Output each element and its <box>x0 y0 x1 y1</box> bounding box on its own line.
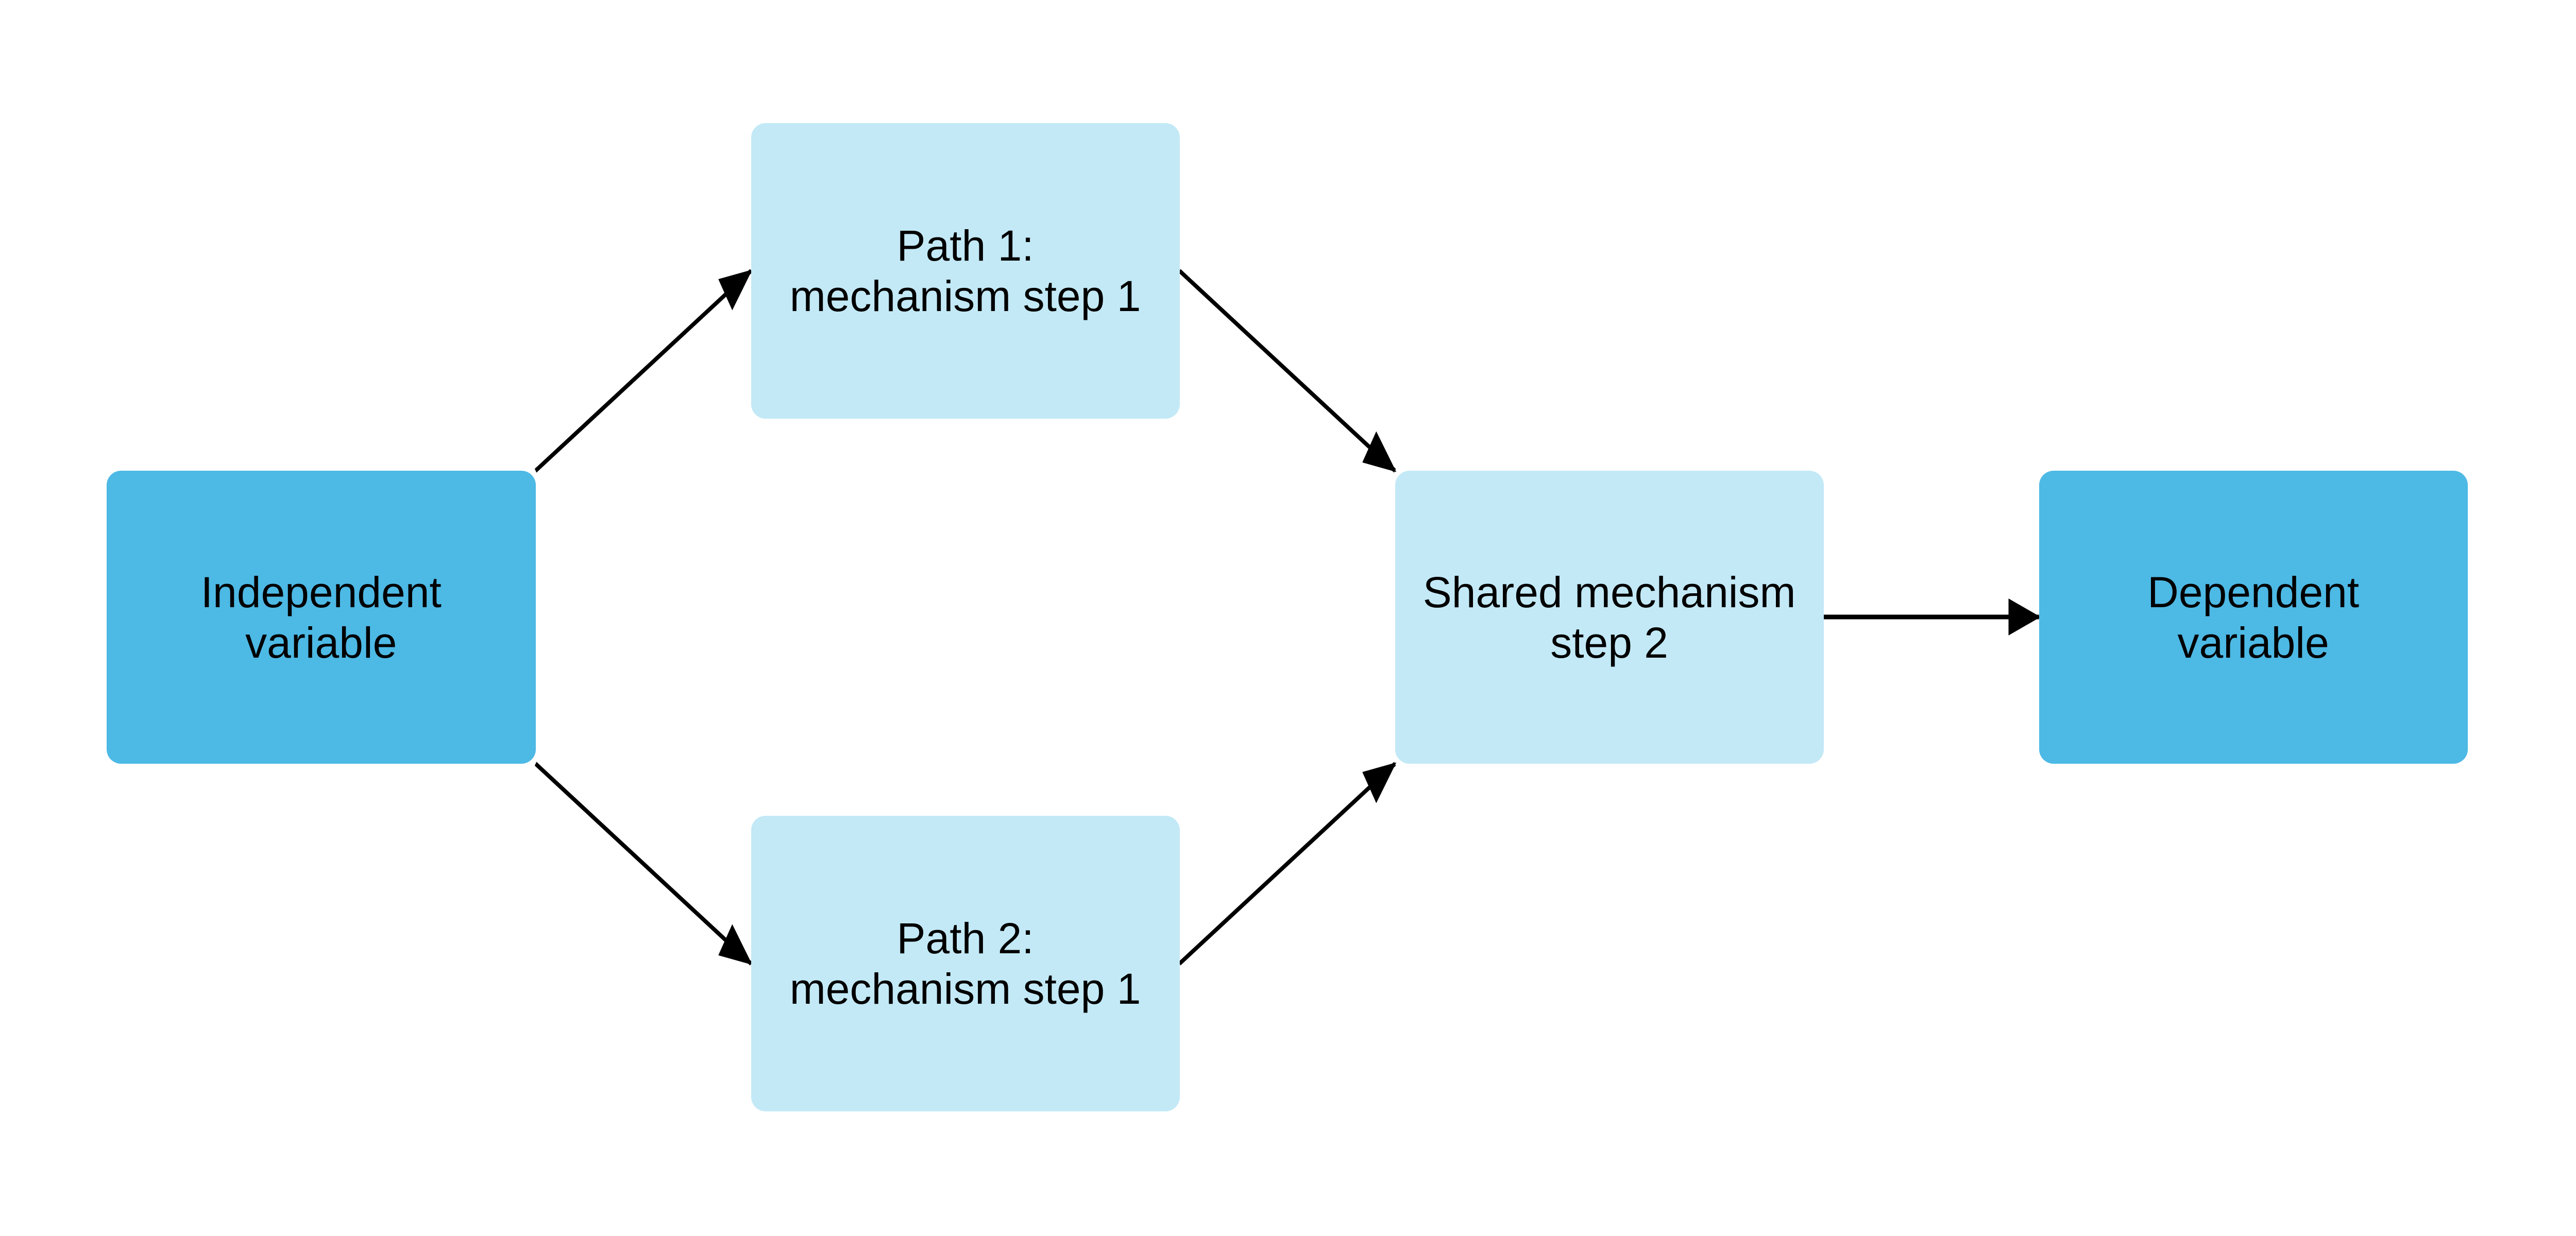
arrow-independent-to-path2 <box>534 762 753 966</box>
arrow-independent-to-path1 <box>534 269 753 473</box>
node-path2-step1: Path 2: mechanism step 1 <box>751 816 1180 1111</box>
node-label-line2: variable <box>2177 618 2329 667</box>
node-dependent-variable: Dependent variable <box>2039 471 2468 764</box>
node-independent-variable: Independent variable <box>106 471 536 764</box>
node-label-line1: Path 1: <box>896 221 1034 270</box>
node-label-line1: Path 2: <box>896 914 1034 963</box>
node-label-line1: Shared mechanism <box>1422 568 1796 616</box>
arrow-path2-to-shared <box>1178 762 1397 966</box>
node-label-line2: mechanism step 1 <box>789 272 1141 320</box>
node-label-line2: mechanism step 1 <box>789 965 1141 1013</box>
node-path1-step1: Path 1: mechanism step 1 <box>751 123 1180 419</box>
arrow-path1-to-shared <box>1178 269 1397 473</box>
node-label-line2: variable <box>245 618 397 667</box>
node-label-line1: Dependent <box>2147 568 2360 616</box>
node-label-line2: step 2 <box>1550 618 1669 667</box>
node-label-line1: Independent <box>200 568 442 616</box>
node-shared-mechanism: Shared mechanism step 2 <box>1395 471 1824 764</box>
